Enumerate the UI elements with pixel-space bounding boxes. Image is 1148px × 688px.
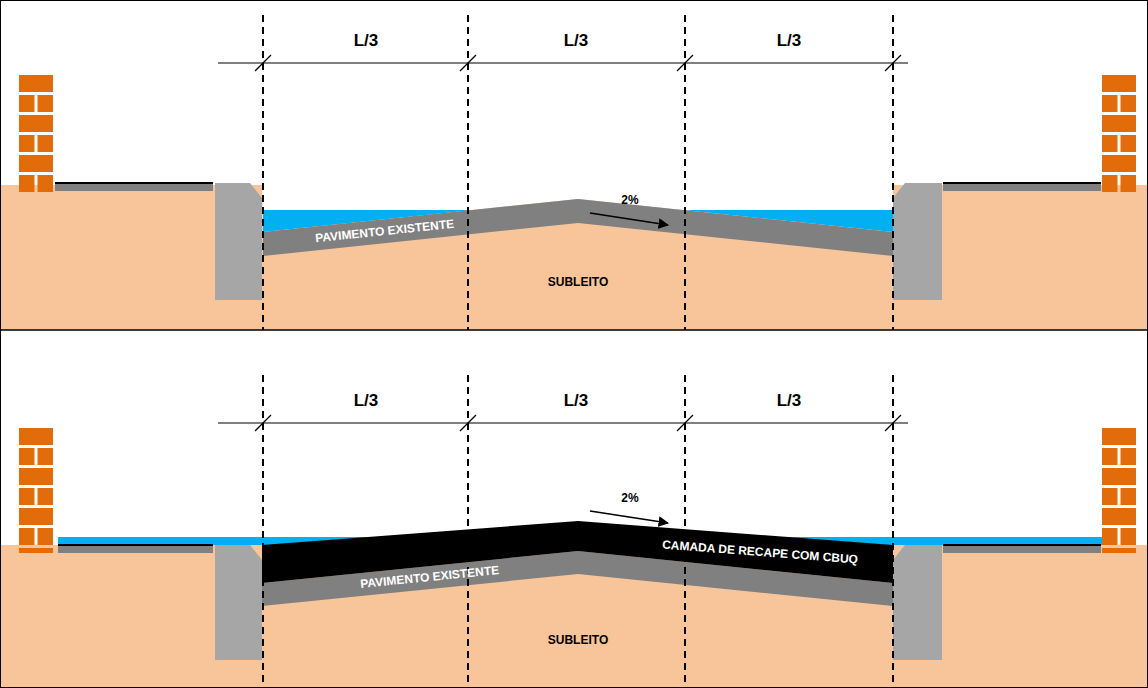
curb	[215, 183, 262, 300]
slope-label: 2%	[621, 492, 638, 504]
brick-wall	[19, 75, 53, 192]
brick-wall	[1102, 428, 1136, 553]
dimension-label: L/3	[354, 32, 379, 49]
curb	[893, 183, 942, 300]
sidewalk-edge	[943, 544, 1101, 546]
sidewalk-edge	[943, 182, 1101, 184]
cbuq-overlay-layer	[262, 521, 893, 583]
layer-label: SUBLEITO	[548, 276, 608, 288]
layer-label: SUBLEITO	[548, 634, 608, 646]
dashed-guide-line	[684, 375, 686, 688]
panel-separator	[0, 329, 1148, 331]
brick-wall	[19, 428, 53, 553]
sidewalk-edge	[55, 182, 213, 184]
dashed-guide-line	[892, 15, 894, 330]
slope-arrow	[590, 213, 668, 225]
dimension-label: L/3	[564, 32, 589, 49]
dashed-guide-line	[467, 15, 469, 330]
dimension-label: L/3	[354, 392, 379, 409]
curb	[215, 545, 262, 660]
sidewalk	[943, 545, 1101, 553]
dashed-guide-line	[262, 375, 264, 688]
sidewalk	[58, 545, 213, 553]
dashed-guide-line	[467, 375, 469, 688]
dimension-line	[218, 62, 908, 63]
sidewalk	[55, 183, 213, 191]
dimension-label: L/3	[564, 392, 589, 409]
existing-pavement	[263, 199, 893, 256]
dashed-guide-line	[684, 15, 686, 330]
slope-label: 2%	[621, 194, 638, 206]
curb	[893, 545, 942, 660]
brick-wall	[1102, 75, 1136, 192]
ground	[0, 545, 1148, 688]
ground	[0, 185, 1148, 330]
dashed-guide-line	[892, 375, 894, 688]
dimension-label: L/3	[777, 32, 802, 49]
dashed-guide-line	[262, 15, 264, 330]
dimension-line	[218, 422, 908, 423]
sidewalk-edge	[58, 544, 213, 546]
dimension-label: L/3	[777, 392, 802, 409]
sidewalk	[943, 183, 1101, 191]
slope-arrow	[590, 511, 668, 523]
